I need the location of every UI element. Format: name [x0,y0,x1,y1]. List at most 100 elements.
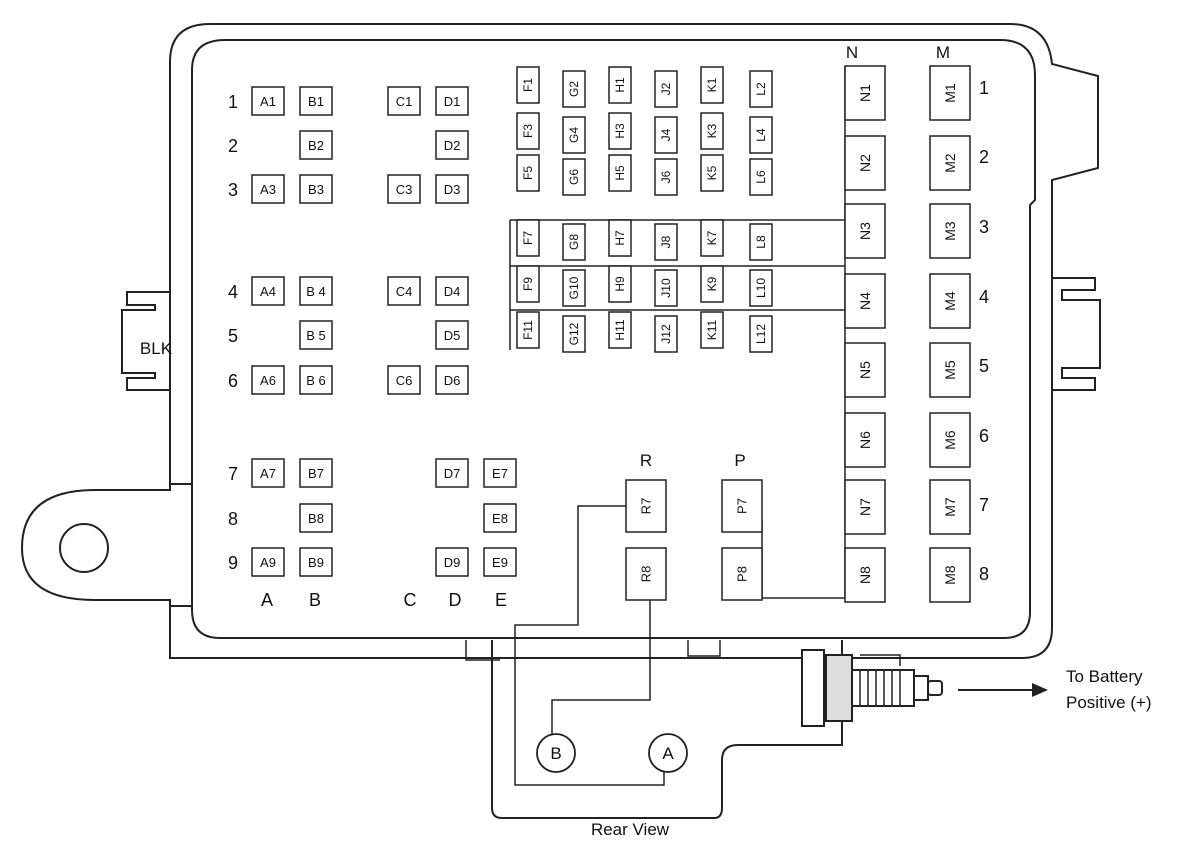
relay-r7[interactable]: R7 [625,479,667,533]
fuse-d7[interactable]: D7 [435,458,469,488]
fuse-b2[interactable]: B2 [299,130,333,160]
svg-text:E9: E9 [492,555,508,570]
svg-text:E7: E7 [492,466,508,481]
fuse-c4[interactable]: C4 [387,276,421,306]
fuse-b8[interactable]: B8 [299,503,333,533]
mini-fuse-f5[interactable]: F5 [516,154,540,192]
mini-fuse-g6[interactable]: G6 [562,158,586,196]
svg-text:B 6: B 6 [306,373,326,388]
row-label: 8 [228,509,238,529]
fuse-a1[interactable]: A1 [251,86,285,116]
mini-fuse-l10[interactable]: L10 [749,269,773,307]
mini-fuse-g12[interactable]: G12 [562,315,586,353]
mini-fuse-h9[interactable]: H9 [608,265,632,303]
mini-fuse-h1[interactable]: H1 [608,66,632,104]
svg-text:P8: P8 [735,566,750,582]
mini-fuse-f7[interactable]: F7 [516,219,540,257]
relay-n2[interactable]: N2 [844,135,886,191]
mini-fuse-h3[interactable]: H3 [608,112,632,150]
mini-fuse-g2[interactable]: G2 [562,70,586,108]
svg-text:H5: H5 [613,165,627,181]
svg-text:L12: L12 [754,324,768,344]
mini-fuse-j4[interactable]: J4 [654,116,678,154]
relay-n8[interactable]: N8 [844,547,886,603]
relay-m7[interactable]: M7 [929,479,971,535]
mini-fuse-k11[interactable]: K11 [700,311,724,349]
fuse-c3[interactable]: C3 [387,174,421,204]
relay-n7[interactable]: N7 [844,479,886,535]
mini-fuse-h5[interactable]: H5 [608,154,632,192]
svg-text:R7: R7 [639,498,654,515]
fuse-e8[interactable]: E8 [483,503,517,533]
relay-r8[interactable]: R8 [625,547,667,601]
fuse-e7[interactable]: E7 [483,458,517,488]
mini-fuse-j8[interactable]: J8 [654,223,678,261]
fuse-b3[interactable]: B3 [299,174,333,204]
svg-text:K5: K5 [705,165,719,180]
fuse-d4[interactable]: D4 [435,276,469,306]
fuse-a7[interactable]: A7 [251,458,285,488]
mini-fuse-l12[interactable]: L12 [749,315,773,353]
fuse-b6[interactable]: B 6 [299,365,333,395]
mini-fuse-k7[interactable]: K7 [700,219,724,257]
mini-fuse-l6[interactable]: L6 [749,158,773,196]
relay-p8[interactable]: P8 [721,547,763,601]
relay-m2[interactable]: M2 [929,135,971,191]
relay-m5[interactable]: M5 [929,342,971,398]
fuse-e9[interactable]: E9 [483,547,517,577]
fuse-b5[interactable]: B 5 [299,320,333,350]
relay-n3[interactable]: N3 [844,203,886,259]
mini-fuse-h7[interactable]: H7 [608,219,632,257]
fuse-c1[interactable]: C1 [387,86,421,116]
mini-fuse-k5[interactable]: K5 [700,154,724,192]
mini-fuse-j2[interactable]: J2 [654,70,678,108]
fuse-b7[interactable]: B7 [299,458,333,488]
mini-fuse-f11[interactable]: F11 [516,311,540,349]
relay-p7[interactable]: P7 [721,479,763,533]
fuse-b4[interactable]: B 4 [299,276,333,306]
relay-m1[interactable]: M1 [929,65,971,121]
mini-fuse-j12[interactable]: J12 [654,315,678,353]
fuse-a6[interactable]: A6 [251,365,285,395]
relay-n5[interactable]: N5 [844,342,886,398]
mini-fuse-l2[interactable]: L2 [749,70,773,108]
fuse-d2[interactable]: D2 [435,130,469,160]
mini-fuse-k1[interactable]: K1 [700,66,724,104]
relay-m6[interactable]: M6 [929,412,971,468]
fuse-a4[interactable]: A4 [251,276,285,306]
mini-fuse-h11[interactable]: H11 [608,311,632,349]
relay-m8[interactable]: M8 [929,547,971,603]
mini-fuse-g8[interactable]: G8 [562,223,586,261]
mini-fuse-k9[interactable]: K9 [700,265,724,303]
mini-fuse-g4[interactable]: G4 [562,116,586,154]
fuse-d1[interactable]: D1 [435,86,469,116]
row-label: 6 [228,371,238,391]
mini-fuse-f3[interactable]: F3 [516,112,540,150]
fuse-a9[interactable]: A9 [251,547,285,577]
fuse-d6[interactable]: D6 [435,365,469,395]
mini-fuse-k3[interactable]: K3 [700,112,724,150]
fuse-b9[interactable]: B9 [299,547,333,577]
fuse-d9[interactable]: D9 [435,547,469,577]
mini-fuse-l8[interactable]: L8 [749,223,773,261]
relay-n6[interactable]: N6 [844,412,886,468]
fuse-c6[interactable]: C6 [387,365,421,395]
mini-fuse-g10[interactable]: G10 [562,269,586,307]
relay-n4[interactable]: N4 [844,273,886,329]
relay-n1[interactable]: N1 [844,65,886,121]
fuse-d3[interactable]: D3 [435,174,469,204]
fuse-d5[interactable]: D5 [435,320,469,350]
svg-text:A6: A6 [260,373,276,388]
mini-fuse-j10[interactable]: J10 [654,269,678,307]
svg-text:B 5: B 5 [306,328,326,343]
mini-fuse-l4[interactable]: L4 [749,116,773,154]
mini-fuse-j6[interactable]: J6 [654,158,678,196]
fuse-a3[interactable]: A3 [251,174,285,204]
relay-m4[interactable]: M4 [929,273,971,329]
mini-fuse-f9[interactable]: F9 [516,265,540,303]
mini-fuse-f1[interactable]: F1 [516,66,540,104]
row-label: 2 [228,136,238,156]
relay-m3[interactable]: M3 [929,203,971,259]
fuse-b1[interactable]: B1 [299,86,333,116]
